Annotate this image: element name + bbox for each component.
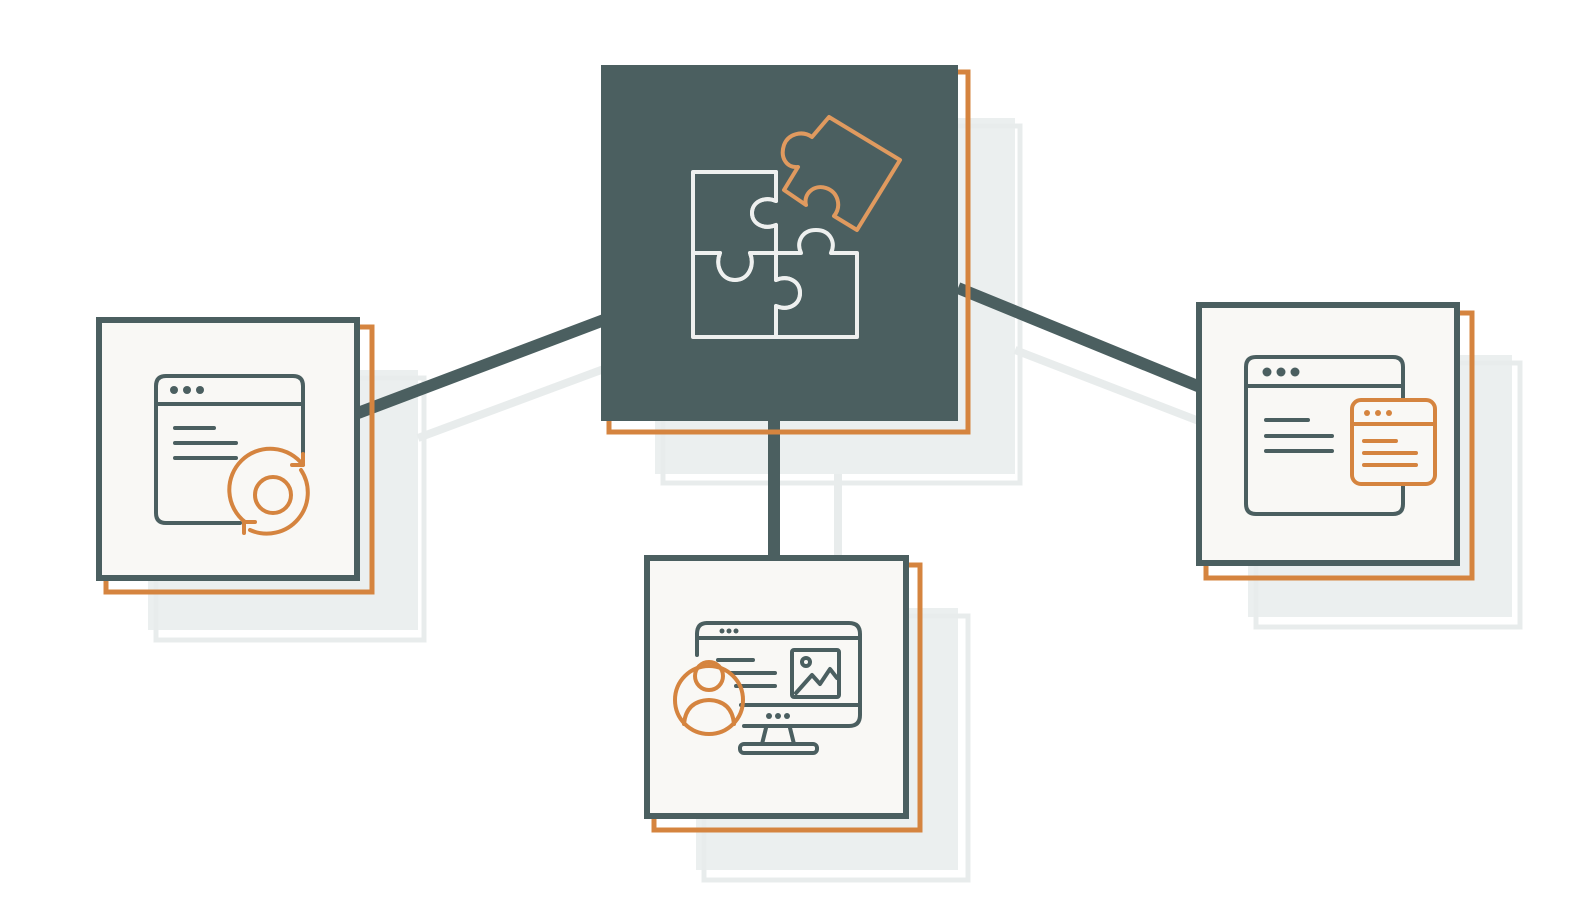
hub-node xyxy=(601,65,971,435)
browser-window-refresh-icon xyxy=(154,374,310,536)
hub-tile xyxy=(601,65,958,421)
left-node-tile xyxy=(96,317,360,581)
bottom-node xyxy=(644,555,923,833)
left-node xyxy=(96,317,375,595)
monitor-user-profile-icon xyxy=(673,621,862,755)
puzzle-pieces-icon xyxy=(691,115,902,339)
right-node xyxy=(1196,302,1475,581)
connector-hub-right xyxy=(955,282,1203,393)
connector-hub-left xyxy=(355,314,607,419)
connector-layer xyxy=(355,282,1203,556)
stacked-browser-windows-icon xyxy=(1244,355,1437,516)
